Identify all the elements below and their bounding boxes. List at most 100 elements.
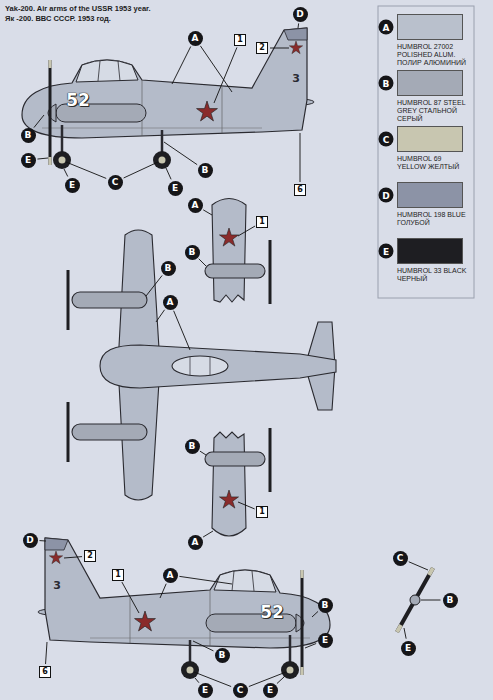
tail-number: 3 — [292, 72, 300, 85]
callout-letter: E — [263, 683, 278, 698]
callout-text: A — [192, 201, 199, 210]
callout-letter: A — [188, 31, 203, 46]
leader-line — [156, 310, 165, 322]
callout-text: A — [167, 298, 174, 307]
callout-text: A — [167, 571, 174, 580]
color-letter: B — [379, 76, 394, 91]
callout-text: E — [25, 156, 31, 165]
leader-line — [64, 169, 68, 177]
leader-line — [160, 584, 166, 598]
callout-text: E — [172, 184, 178, 193]
callout-text: 1 — [259, 218, 265, 226]
callout-text: 2 — [87, 552, 93, 560]
callout-text: E — [322, 636, 328, 645]
callout-text: B — [25, 131, 32, 140]
leader-line — [122, 582, 139, 613]
color-letter: A — [379, 20, 394, 35]
leader-line — [409, 562, 428, 570]
leader-line — [238, 502, 255, 509]
callout-letter: B — [215, 648, 230, 663]
decal-number: 1 — [112, 569, 124, 581]
color-letter: E — [379, 244, 394, 259]
paint-name: HUMBROL 87 STEEL GREY СТАЛЬНОЙ СЕРЫЙ — [397, 99, 467, 123]
leader-line — [200, 451, 206, 455]
leader-line — [174, 311, 190, 350]
callout-letter: A — [188, 198, 203, 213]
color-swatch — [397, 238, 463, 264]
leader-line — [164, 142, 197, 165]
callout-text: B — [447, 596, 454, 605]
leader-line — [270, 48, 289, 49]
callout-letter: B — [198, 163, 213, 178]
decal-number: 2 — [84, 550, 96, 562]
leader-line — [305, 644, 316, 648]
callout-letter: B — [161, 261, 176, 276]
color-swatch — [397, 182, 463, 208]
aircraft-number: 52 — [66, 90, 90, 110]
callout-letter: C — [233, 683, 248, 698]
leader-line — [166, 168, 171, 179]
leader-line — [404, 628, 406, 639]
callout-text: 6 — [42, 668, 48, 676]
leader-line — [200, 46, 232, 92]
leader-line — [195, 678, 199, 683]
leader-line — [64, 557, 82, 558]
leader-line — [39, 540, 46, 541]
callout-letter: D — [23, 533, 38, 548]
callout-letter: C — [108, 175, 123, 190]
leader-line — [214, 47, 237, 103]
callout-text: 1 — [259, 508, 265, 516]
callout-text: D — [26, 536, 33, 545]
leader-line — [203, 531, 213, 537]
callout-text: 1 — [115, 571, 121, 579]
leader-line — [203, 210, 212, 215]
callout-text: A — [192, 538, 199, 547]
tail-number: 3 — [53, 579, 61, 592]
callout-letter: A — [188, 535, 203, 550]
subtitle: Як -200. ВВС СССР. 1953 год. — [5, 14, 111, 23]
callout-text: B — [189, 442, 196, 451]
callout-letter: E — [168, 181, 183, 196]
paint-name: HUMBROL 27002 POLISHED ALUM. ПОЛИР АЛЮМИ… — [397, 43, 467, 67]
callout-letter: B — [21, 128, 36, 143]
callout-text: B — [189, 248, 196, 257]
decal-number: 1 — [256, 216, 268, 228]
color-swatch — [397, 14, 463, 40]
leader-line — [298, 23, 300, 28]
color-swatch — [397, 70, 463, 96]
decal-number: 6 — [294, 184, 306, 196]
callout-text: B — [165, 264, 172, 273]
leader-line — [66, 162, 106, 178]
callout-text: 2 — [259, 44, 265, 52]
leader-line — [238, 226, 255, 236]
leader-line — [179, 576, 232, 584]
decal-number: 1 — [256, 506, 268, 518]
callout-letter: E — [198, 683, 213, 698]
callout-text: B — [219, 651, 226, 660]
callout-text: E — [69, 181, 75, 190]
color-letter: D — [379, 188, 394, 203]
leader-line — [193, 641, 213, 651]
leader-line — [199, 259, 206, 266]
callout-text: E — [267, 686, 273, 695]
leader-line — [300, 133, 301, 182]
leader-line — [34, 115, 44, 128]
leader-line — [277, 677, 284, 684]
color-letter: C — [379, 132, 394, 147]
callout-text: E — [202, 686, 208, 695]
callout-text: C — [112, 178, 119, 187]
callout-letter: E — [318, 633, 333, 648]
leader-line — [37, 158, 48, 159]
decal-number: 6 — [39, 666, 51, 678]
callout-text: B — [322, 601, 329, 610]
callout-letter: B — [443, 593, 458, 608]
callout-text: D — [296, 10, 303, 19]
callout-letter: E — [65, 178, 80, 193]
paint-name: HUMBROL 69 YELLOW ЖЕЛТЫЙ — [397, 155, 467, 171]
callout-letter: C — [393, 551, 408, 566]
callout-text: C — [397, 554, 404, 563]
leader-line — [46, 642, 47, 664]
color-swatch — [397, 126, 463, 152]
leader-line — [124, 162, 158, 178]
